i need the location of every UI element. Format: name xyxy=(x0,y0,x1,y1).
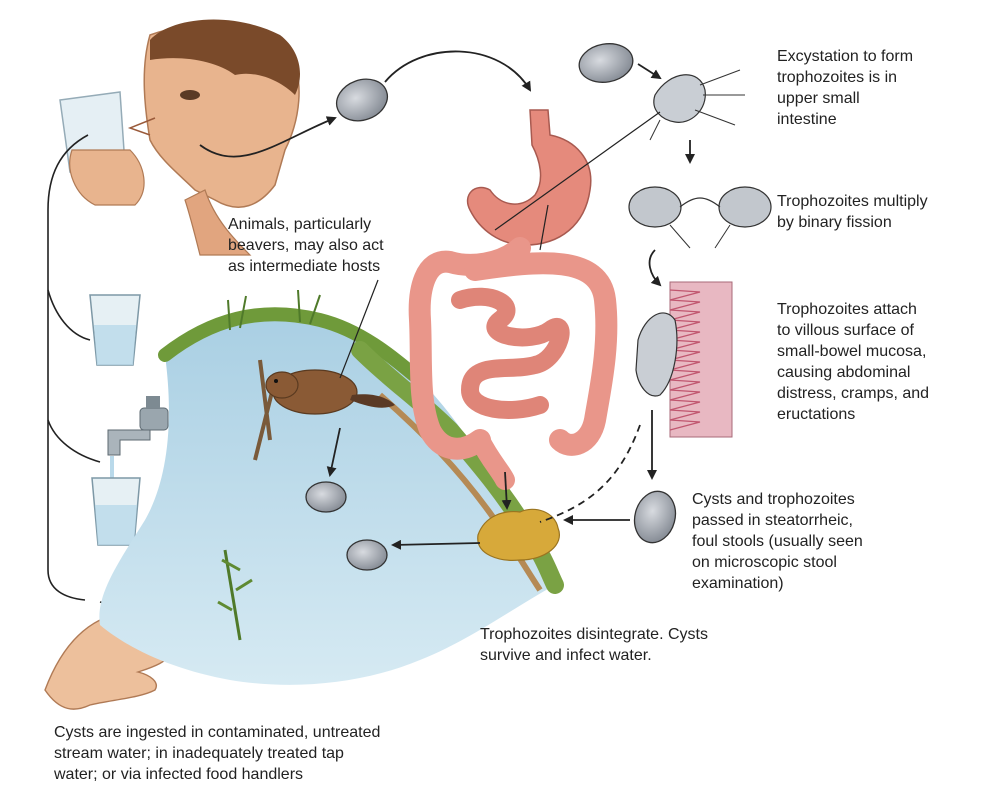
stomach xyxy=(466,109,592,246)
mucosa-section xyxy=(669,281,733,438)
glass-of-water xyxy=(89,294,141,366)
water-tap xyxy=(107,396,169,480)
cyst-near-man xyxy=(335,78,389,122)
pointer-lines xyxy=(339,111,661,379)
glass-under-tap xyxy=(91,477,141,546)
glass-in-hand xyxy=(59,91,145,206)
label-cysts-passed: Cysts and trophozoites passed in steator… xyxy=(692,491,863,592)
label-binary-fission: Trophozoites multiply by binary fission xyxy=(777,193,928,231)
man-drinking-figure xyxy=(127,19,300,256)
cyst-in-stream xyxy=(305,481,347,513)
intestines xyxy=(408,237,618,490)
cycle-arrows xyxy=(199,50,695,550)
label-excystation: Excystation to form trophozoites is in u… xyxy=(777,48,914,128)
cyst-top-right xyxy=(578,43,634,83)
trophozoites-dividing xyxy=(628,186,772,249)
label-intermediate-hosts: Animals, particularly beavers, may also … xyxy=(228,216,384,275)
label-disintegrate: Trophozoites disintegrate. Cysts survive… xyxy=(480,626,708,664)
cyst-passed xyxy=(633,490,677,544)
trophozoite-excystation xyxy=(649,69,745,141)
label-attach-mucosa: Trophozoites attach to villous surface o… xyxy=(777,301,930,423)
trophozoite-attached xyxy=(635,312,678,397)
label-ingested: Cysts are ingested in contaminated, untr… xyxy=(54,724,381,783)
beaver xyxy=(265,369,395,415)
stool xyxy=(477,508,560,561)
cyst-in-water xyxy=(346,539,388,571)
